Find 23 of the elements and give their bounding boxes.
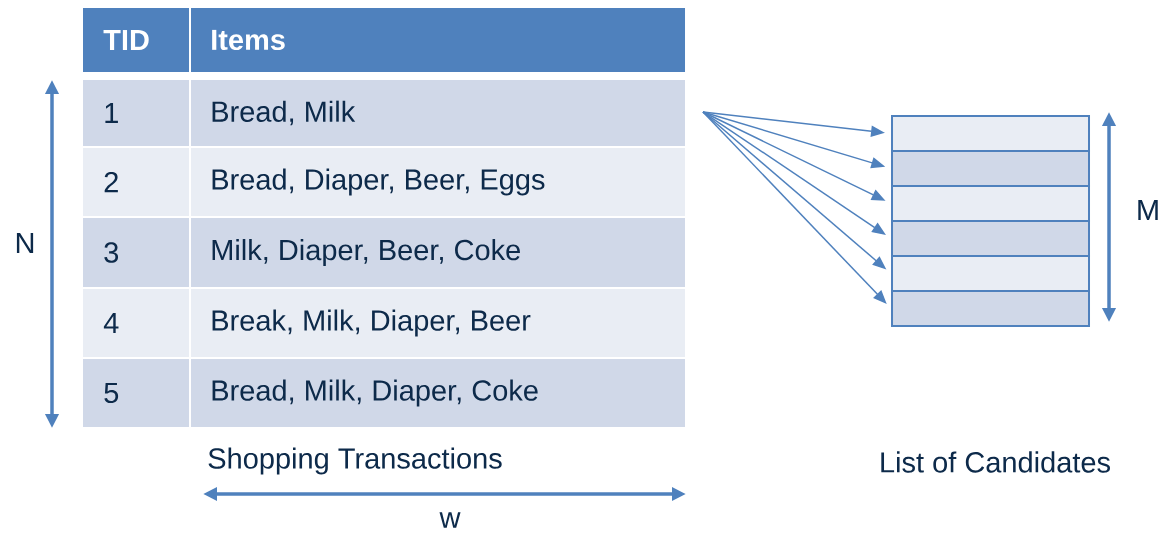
candidate-box bbox=[891, 115, 1090, 152]
table-cell: Break, Milk, Diaper, Beer bbox=[191, 289, 685, 357]
table-cell: 4 bbox=[83, 289, 189, 357]
caption: Shopping Transactions bbox=[208, 447, 502, 475]
table-cell: 5 bbox=[83, 359, 189, 427]
candidate-box bbox=[891, 150, 1090, 187]
dimension-label: N bbox=[16, 233, 34, 253]
candidate-box bbox=[891, 220, 1090, 257]
caption: List of Candidates bbox=[881, 451, 1110, 473]
table-cell: Bread, Milk, Diaper, Coke bbox=[191, 359, 685, 427]
table-cell: Bread, Diaper, Beer, Eggs bbox=[191, 148, 685, 216]
table-cell: 2 bbox=[83, 148, 189, 216]
candidate-box bbox=[891, 255, 1090, 292]
candidate-box bbox=[891, 290, 1090, 327]
table-cell: Milk, Diaper, Beer, Coke bbox=[191, 218, 685, 287]
table-cell: Bread, Milk bbox=[191, 80, 685, 146]
candidate-box bbox=[891, 185, 1090, 222]
header-cell: Items bbox=[191, 8, 685, 72]
dimension-label: w bbox=[439, 512, 461, 528]
header-cell: TID bbox=[83, 8, 189, 72]
table-cell: 3 bbox=[83, 218, 189, 287]
dimension-label: M bbox=[1138, 200, 1158, 220]
table-cell: 1 bbox=[83, 80, 189, 146]
